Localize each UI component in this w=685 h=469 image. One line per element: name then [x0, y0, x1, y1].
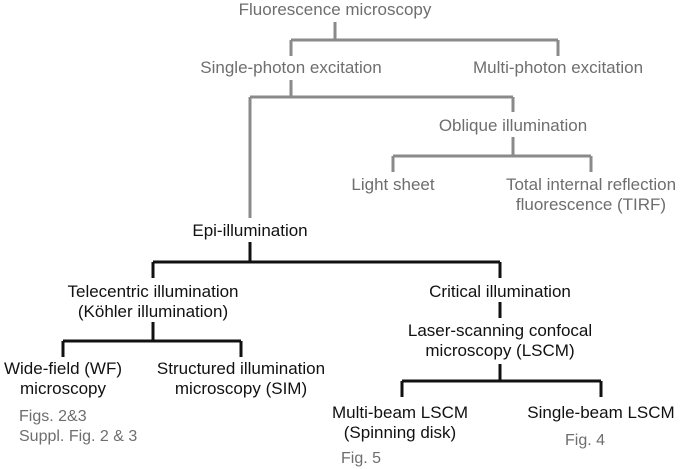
node-light-sheet: Light sheet	[351, 175, 435, 194]
node-sim: Structured illumination microscopy (SIM)	[157, 359, 325, 399]
ref-multibeam-fig: Fig. 5	[341, 450, 382, 467]
node-lscm-line2: microscopy (LSCM)	[425, 341, 575, 360]
node-multi-beam-line2: (Spinning disk)	[343, 423, 457, 442]
node-tirf-line1: Total internal reflection	[505, 175, 677, 194]
node-single-photon-excitation: Single-photon excitation	[200, 58, 382, 77]
ref-singlebeam-fig: Fig. 4	[565, 432, 606, 449]
node-epi-illumination: Epi-illumination	[192, 221, 308, 240]
ref-widefield-suppl: Suppl. Fig. 2 & 3	[19, 428, 138, 445]
node-telecentric-illumination: Telecentric illumination (Köhler illumin…	[67, 282, 238, 322]
node-wide-field: Wide-field (WF) microscopy	[4, 359, 122, 399]
node-tirf: Total internal reflection fluorescence (…	[506, 175, 676, 215]
node-single-beam-lscm: Single-beam LSCM	[527, 403, 675, 422]
node-lscm-line1: Laser-scanning confocal	[407, 321, 593, 340]
node-wide-field-line2: microscopy	[20, 379, 106, 398]
node-multi-beam-line1: Multi-beam LSCM	[331, 403, 469, 422]
node-multi-beam-lscm: Multi-beam LSCM (Spinning disk)	[332, 403, 468, 443]
node-sim-line1: Structured illumination	[156, 359, 326, 378]
node-tirf-line2: fluorescence (TIRF)	[515, 195, 667, 214]
node-sim-line2: microscopy (SIM)	[174, 379, 308, 398]
node-telecentric-line1: Telecentric illumination	[67, 282, 239, 301]
node-multi-photon-excitation: Multi-photon excitation	[472, 58, 644, 77]
node-telecentric-line2: (Köhler illumination)	[77, 302, 229, 321]
node-fluorescence-microscopy: Fluorescence microscopy	[238, 0, 432, 19]
ref-widefield-figs: Figs. 2&3	[19, 408, 87, 425]
node-lscm: Laser-scanning confocal microscopy (LSCM…	[408, 321, 592, 361]
node-wide-field-line1: Wide-field (WF)	[3, 359, 123, 378]
node-oblique-illumination: Oblique illumination	[438, 116, 588, 135]
node-critical-illumination: Critical illumination	[429, 282, 571, 301]
